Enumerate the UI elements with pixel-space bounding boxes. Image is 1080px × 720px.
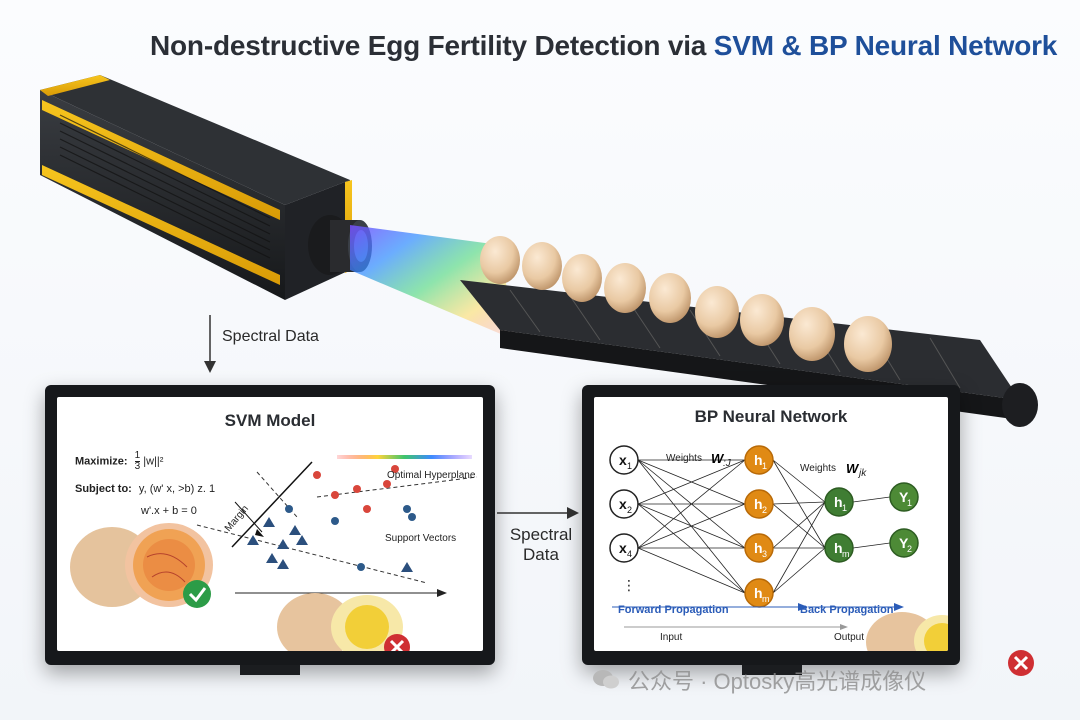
edge-hidden1-hidden2 [772, 501, 826, 594]
title-main: Non-destructive Egg Fertility Detection … [150, 30, 714, 61]
svm-hyperplane-eq: w'.x + b = 0 [141, 505, 197, 517]
svg-text:1: 1 [762, 461, 767, 471]
input-ellipsis: ⋮ [622, 577, 636, 593]
weights2-sub: jk [857, 468, 867, 479]
svg-text:m: m [842, 549, 850, 559]
svg-text:3: 3 [762, 549, 767, 559]
page-title: Non-destructive Egg Fertility Detection … [150, 30, 1070, 62]
svg-text:h: h [754, 452, 763, 468]
svg-text:4: 4 [627, 549, 632, 559]
svm-subject-expr: y, (w' x, >b) z. 1 [138, 483, 216, 495]
margin-label: Margin [223, 503, 251, 533]
weights2-symbol: W [846, 461, 860, 476]
svm-maximize-den: 3 [134, 461, 141, 472]
svm-maximize-num: 1 [134, 450, 141, 461]
spectral-beam [350, 225, 515, 340]
spectral-mid-line2: Data [523, 545, 559, 564]
right-arrow-icon [497, 507, 579, 519]
edge-input-hidden1 [637, 503, 746, 549]
svg-text:Y: Y [899, 535, 909, 551]
svm-subject-label: Subject to: [75, 483, 132, 495]
svg-text:h: h [834, 540, 843, 556]
svm-maximize-label: Maximize: [75, 455, 128, 468]
svm-monitor: SVM Model Maximize: 1 3 |w||² Subject to… [45, 385, 495, 675]
spectral-data-label-top: Spectral Data [222, 328, 319, 345]
edge-input-hidden1 [637, 459, 746, 505]
svg-text:h: h [754, 585, 763, 601]
svg-text:1: 1 [842, 503, 847, 513]
output-label: Output [834, 632, 864, 643]
svg-text:x: x [619, 496, 627, 512]
edge-input-hidden1 [637, 547, 746, 594]
edge-hidden1-hidden2 [772, 459, 826, 503]
svg-text:m: m [762, 594, 770, 604]
wechat-icon [593, 670, 619, 689]
hyperspectral-camera [40, 75, 372, 300]
edge-hidden2-output [852, 496, 891, 503]
svg-text:2: 2 [762, 505, 767, 515]
bp-stand [742, 665, 802, 675]
watermark: 公众号 · Optosky高光谱成像仪 [628, 669, 927, 694]
svg-text:1: 1 [907, 498, 912, 508]
edge-hidden1-hidden2 [772, 547, 826, 594]
output-node: Y2 [889, 528, 919, 558]
edge-input-hidden1 [637, 503, 746, 594]
edge-hidden1-hidden2 [772, 503, 826, 549]
svg-text:x: x [619, 452, 627, 468]
weights1-sub: :J [723, 458, 732, 469]
weights1-label: Weights [666, 453, 702, 464]
edge-hidden2-output [852, 542, 891, 549]
output-node: Y1 [889, 482, 919, 512]
weights2-label: Weights [800, 463, 836, 474]
edge-hidden1-hidden2 [772, 501, 826, 505]
svg-text:1: 1 [627, 461, 632, 471]
svm-plot: Margin Optimal Hyperplane Support Vector… [70, 455, 478, 651]
svg-text:x: x [619, 540, 627, 556]
svm-maximize: Maximize: 1 3 |w||² [75, 451, 163, 472]
bp-title: BP Neural Network [694, 407, 848, 426]
svg-text:Y: Y [899, 489, 909, 505]
svm-stand [240, 665, 300, 675]
svg-text:2: 2 [907, 544, 912, 554]
svg-text:h: h [754, 540, 763, 556]
weights1-symbol: W [711, 451, 725, 466]
edge-input-hidden1 [637, 459, 746, 549]
svg-text:h: h [754, 496, 763, 512]
svg-text:h: h [834, 494, 843, 510]
spectral-data-label-mid: Spectral Data [496, 525, 586, 565]
down-arrow-icon [204, 315, 216, 373]
edge-hidden1-hidden2 [772, 459, 826, 549]
support-vectors-label: Support Vectors [385, 533, 456, 544]
edge-hidden1-hidden2 [772, 501, 826, 549]
edge-input-hidden1 [637, 459, 746, 594]
spectral-mid-line1: Spectral [509, 525, 573, 544]
title-accent: SVM & BP Neural Network [713, 30, 1058, 61]
svm-subject: Subject to: y, (w' x, >b) z. 1 [75, 483, 215, 495]
svm-title: SVM Model [224, 411, 316, 430]
back-propagation-label: Back Propagation [800, 604, 894, 616]
forward-propagation-label: Forward Propagation [618, 604, 729, 616]
optimal-hyperplane-label: Optimal Hyperplane [387, 470, 476, 481]
svm-maximize-expr: |w||² [143, 455, 164, 468]
svm-screen: SVM Model Maximize: 1 3 |w||² Subject to… [57, 397, 483, 651]
reject-icon [1008, 650, 1034, 676]
svg-text:2: 2 [627, 505, 632, 515]
input-label: Input [660, 632, 682, 643]
